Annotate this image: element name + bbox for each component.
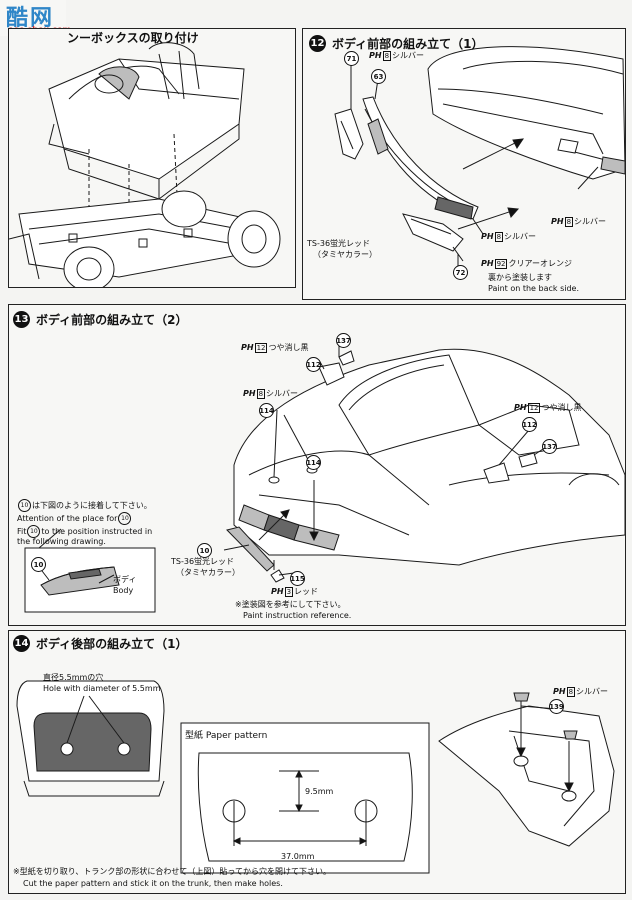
step14-number: 14 (13, 635, 30, 652)
step13-header: 13 ボディ前部の組み立て（2） (13, 311, 188, 328)
part-139-badge: 139 (549, 699, 564, 714)
step11-title: ンーボックスの取り付け (67, 31, 199, 45)
step13-front-body-illustration (24, 345, 625, 613)
part-71-badge: 71 (344, 51, 359, 66)
inset-body-en-label: Body (113, 586, 134, 595)
step13-ref-ja: ※塗装図を参考にして下さい。 (235, 600, 346, 609)
part-72-badge: 72 (453, 265, 468, 280)
step14-hole-en: Hole with diameter of 5.5mm (43, 684, 161, 693)
part-114b-badge: 114 (306, 455, 321, 470)
step14-title: ボディ後部の組み立て（1） (36, 637, 188, 651)
step13-title: ボディ前部の組み立て（2） (36, 313, 188, 327)
step13-number: 13 (13, 311, 30, 328)
step13-ts36-label: TS-36蛍光レッド (171, 557, 235, 566)
part-137b-badge: 137 (542, 439, 557, 454)
step12-ts36-sub-label: （タミヤカラー） (313, 250, 377, 259)
step12-ts36-label: TS-36蛍光レッド (307, 239, 371, 248)
watermark-main-text: 酷网 (6, 6, 55, 31)
part-114a-badge: 114 (259, 403, 274, 418)
step12-back-ja-label: 裏から塗装します (488, 273, 552, 282)
step14-footer-en: Cut the paper pattern and stick it on th… (23, 879, 283, 888)
step11-panel: ンーボックスの取り付け (8, 28, 296, 288)
step14-dim-horizontal: 37.0mm (281, 852, 315, 861)
step12-front-bumper-illustration (334, 46, 625, 269)
step12-header: 12 ボディ前部の組み立て（1） (309, 35, 484, 52)
step14-rear-trunk-illustration (16, 680, 615, 874)
step13-ts36-sub-label: （タミヤカラー） (176, 568, 240, 577)
step14-hole-ja: 直径5.5mmの穴 (43, 673, 104, 682)
part-10-inset-badge: 10 (31, 557, 46, 572)
step14-footer-ja: ※型紙を切り取り、トランク部の形状に合わせて（上図）貼ってから穴を開けて下さい。 (13, 867, 331, 876)
step12-back-en-label: Paint on the back side. (488, 284, 580, 293)
part-137a-badge: 137 (336, 333, 351, 348)
step14-pattern-title: 型紙 Paper pattern (185, 731, 268, 741)
step13-ref-en: Paint instruction reference. (243, 611, 352, 620)
step13-note-en-d: the following drawing. (17, 537, 106, 546)
step14-header: 14 ボディ後部の組み立て（1） (13, 635, 188, 652)
part-10-badge: 10 (197, 543, 212, 558)
part-115-badge: 115 (290, 571, 305, 586)
step14-dim-vertical: 9.5mm (305, 787, 334, 796)
inset-body-ja-label: ボディ (113, 575, 137, 584)
step11-roll-cage-illustration (9, 42, 281, 287)
part-112b-badge: 112 (522, 417, 537, 432)
step12-title: ボディ前部の組み立て（1） (332, 37, 484, 51)
step12-number: 12 (309, 35, 326, 52)
part-112a-badge: 112 (306, 357, 321, 372)
part-63-badge: 63 (371, 69, 386, 84)
step14-panel: 14 ボディ後部の組み立て（1） 直径5.5mmの穴 Hole with dia… (8, 630, 626, 894)
